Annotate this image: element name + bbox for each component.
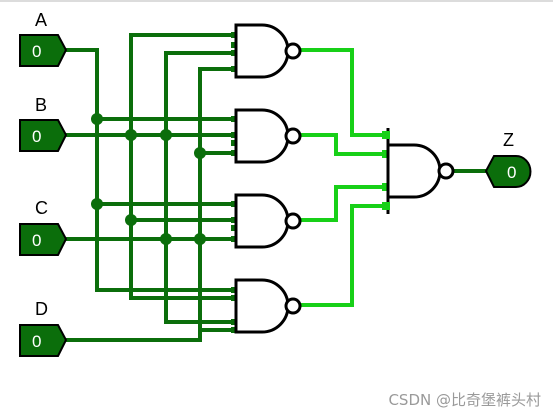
inverter-bubble — [437, 162, 455, 180]
nand-gate-2[interactable] — [231, 108, 302, 164]
pin-label: C — [35, 198, 48, 218]
pin-label: Z — [503, 130, 514, 150]
wire-nand3-out — [300, 185, 387, 222]
wire-a-main — [62, 48, 236, 292]
nand-gate-1[interactable] — [231, 23, 302, 79]
pin-label: D — [35, 299, 48, 319]
junction-dot — [125, 214, 137, 226]
junction-dot — [160, 233, 172, 245]
nand-gate-3[interactable] — [231, 193, 302, 249]
pin-value: 0 — [32, 231, 41, 250]
nand-gate-4[interactable] — [231, 278, 302, 334]
inverter-bubble — [284, 127, 302, 145]
output-pin-z[interactable]: Z 0 — [484, 130, 532, 188]
junction-dot — [160, 129, 172, 141]
pin-value: 0 — [507, 163, 516, 182]
pin-label: B — [35, 95, 47, 115]
wire-nand1-out — [300, 48, 387, 137]
junction-dot — [194, 233, 206, 245]
input-wires — [62, 33, 236, 342]
nand-output-wires — [300, 48, 492, 307]
watermark: CSDN @比奇堡裤头村 — [388, 391, 541, 409]
pin-value: 0 — [32, 42, 41, 61]
input-pin-c[interactable]: C 0 — [19, 198, 68, 256]
pin-value: 0 — [32, 332, 41, 351]
wire-nand2-out — [300, 133, 387, 156]
wire-d-bus — [62, 67, 236, 342]
wire-b-bus — [129, 33, 236, 300]
junction-dot — [194, 147, 206, 159]
input-pin-b[interactable]: B 0 — [19, 95, 68, 152]
top-border — [0, 0, 553, 2]
input-pin-d[interactable]: D 0 — [19, 299, 68, 357]
wire-c-bus — [164, 51, 236, 324]
junction-dot — [91, 198, 103, 210]
nand-gate-final[interactable] — [382, 128, 455, 214]
junction-dot — [91, 113, 103, 125]
inverter-bubble — [284, 212, 302, 230]
input-pin-a[interactable]: A 0 — [19, 10, 68, 67]
junction-dot — [125, 129, 137, 141]
pin-value: 0 — [32, 127, 41, 146]
wire-nand4-out — [300, 204, 387, 307]
inverter-bubble — [284, 42, 302, 60]
inverter-bubble — [284, 297, 302, 315]
pin-label: A — [35, 10, 47, 30]
